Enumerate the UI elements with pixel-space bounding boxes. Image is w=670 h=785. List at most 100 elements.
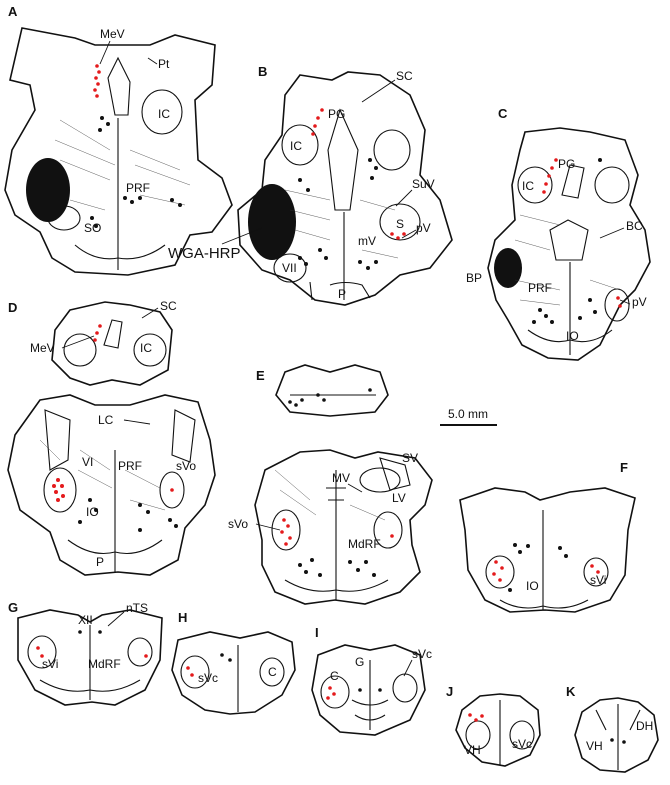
panel-letter-f: F <box>620 460 628 475</box>
label-prf-a: PRF <box>126 181 150 195</box>
label-svi-f: sVi <box>590 573 606 587</box>
trigeminal-motor-b <box>379 203 421 241</box>
label-g-i: G <box>355 655 364 669</box>
label-svc-j: sVc <box>512 737 532 751</box>
label-c-i: C <box>330 669 339 683</box>
aqueduct-a <box>107 56 131 116</box>
spinal-v-interpolaris-f <box>485 555 515 589</box>
label-xii-g: XII <box>78 613 93 627</box>
section-outline-f <box>459 487 636 613</box>
label-mev-d: MeV <box>30 341 55 355</box>
injection-site-c <box>494 248 522 288</box>
label-ic-c: IC <box>522 179 534 193</box>
labeled-cells-k <box>610 738 626 744</box>
panel-letter-h: H <box>178 610 187 625</box>
inferior-colliculus-b <box>281 124 319 166</box>
label-lv-middle: LV <box>392 491 406 505</box>
label-bc-c: BC <box>626 219 643 233</box>
section-outline-e <box>275 364 389 417</box>
panel-a: A MeV Pt IC PRF SO <box>4 4 233 276</box>
facial-nucleus-b <box>273 253 307 283</box>
section-outline-i <box>311 644 426 736</box>
labeled-cells-i <box>326 686 382 700</box>
panel-letter-j: J <box>446 684 453 699</box>
label-prf-c: PRF <box>528 281 552 295</box>
label-ic-d: IC <box>140 341 152 355</box>
panel-d: D SC MeV IC LC <box>7 299 216 576</box>
labeled-cells-e <box>288 388 372 407</box>
panel-letter-a: A <box>8 4 18 19</box>
spinal-v-caudalis-i <box>320 675 350 709</box>
panel-letter-i: I <box>315 625 319 640</box>
label-suv-b: SuV <box>412 177 435 191</box>
panel-k: K DH VH <box>566 684 659 773</box>
label-sv-middle: SV <box>402 451 418 465</box>
label-svi-g: sVi <box>42 657 58 671</box>
label-pg-b: PG <box>328 107 345 121</box>
labeled-cells-c <box>532 158 622 324</box>
panel-letter-b: B <box>258 64 267 79</box>
panel-letter-c: C <box>498 106 508 121</box>
aqueduct-b <box>327 108 359 211</box>
section-outline-j <box>455 693 541 767</box>
panel-f: F sVi IO <box>459 460 636 613</box>
label-io-f: IO <box>526 579 539 593</box>
label-vh-k: VH <box>586 739 603 753</box>
panel-letter-d: D <box>8 300 17 315</box>
panel-b: B SC PG IC SuV pV m <box>168 64 453 306</box>
label-io-d: IO <box>86 505 99 519</box>
section-outline-d-top <box>51 301 173 386</box>
panel-letter-k: K <box>566 684 576 699</box>
section-outline-k <box>574 697 659 773</box>
label-p-d: P <box>96 555 104 569</box>
label-svc-i: sVc <box>412 647 432 661</box>
panel-e: E <box>256 364 389 417</box>
label-mev-a: MeV <box>100 27 125 41</box>
spinal-v-oralis-d <box>43 467 77 513</box>
label-c-h: C <box>268 665 277 679</box>
scale-bar-label: 5.0 mm <box>448 407 488 421</box>
panel-medulla-rostral: SV MV LV sVo MdRF <box>228 449 433 605</box>
label-svo-middle: sVo <box>228 517 248 531</box>
label-ic-b: IC <box>290 139 302 153</box>
scale-bar: 5.0 mm <box>440 407 497 426</box>
label-pg-c: PG <box>558 157 575 171</box>
label-s-b: S <box>396 217 404 231</box>
inferior-colliculus-d <box>133 333 167 367</box>
label-so-a: SO <box>84 221 101 235</box>
panel-h: H sVc C <box>171 610 296 715</box>
panel-letter-g: G <box>8 600 18 615</box>
label-prf-d: PRF <box>118 459 142 473</box>
labeled-cells-b <box>298 108 406 270</box>
labeled-cells-a <box>90 64 182 228</box>
labeled-cells-g <box>36 630 148 658</box>
injection-label: WGA-HRP <box>168 245 241 262</box>
label-bp-c: BP <box>466 271 482 285</box>
panel-g: G XII nTS sVi MdRF <box>8 600 163 706</box>
panel-letter-e: E <box>256 368 265 383</box>
label-dh-k: DH <box>636 719 653 733</box>
labeled-cells-j <box>468 713 484 722</box>
label-svo-d: sVo <box>176 459 196 473</box>
spinal-v-caudalis-h <box>180 655 210 689</box>
panel-i: I G C sVc <box>311 625 432 736</box>
label-pv-b: pV <box>416 221 431 235</box>
label-ic-a: IC <box>158 107 170 121</box>
label-sc-b: SC <box>396 69 413 83</box>
label-mdrf-g: MdRF <box>88 657 121 671</box>
inferior-colliculus-a <box>141 89 183 135</box>
label-lc-d: LC <box>98 413 114 427</box>
label-nts-g: nTS <box>126 601 148 615</box>
label-io-c: IO <box>566 329 579 343</box>
labeled-cells-f <box>492 543 600 592</box>
panel-j: J VH sVc <box>446 684 541 767</box>
spinal-v-interpolaris-g <box>27 635 57 669</box>
label-p-b: P <box>338 287 346 301</box>
labeled-cells-h <box>186 653 232 677</box>
label-mdrf-middle: MdRF <box>348 537 381 551</box>
section-outline-h <box>171 631 296 715</box>
label-vii-b: VII <box>282 261 297 275</box>
label-mv-middle: MV <box>332 471 350 485</box>
labeled-cells-d <box>52 324 178 532</box>
